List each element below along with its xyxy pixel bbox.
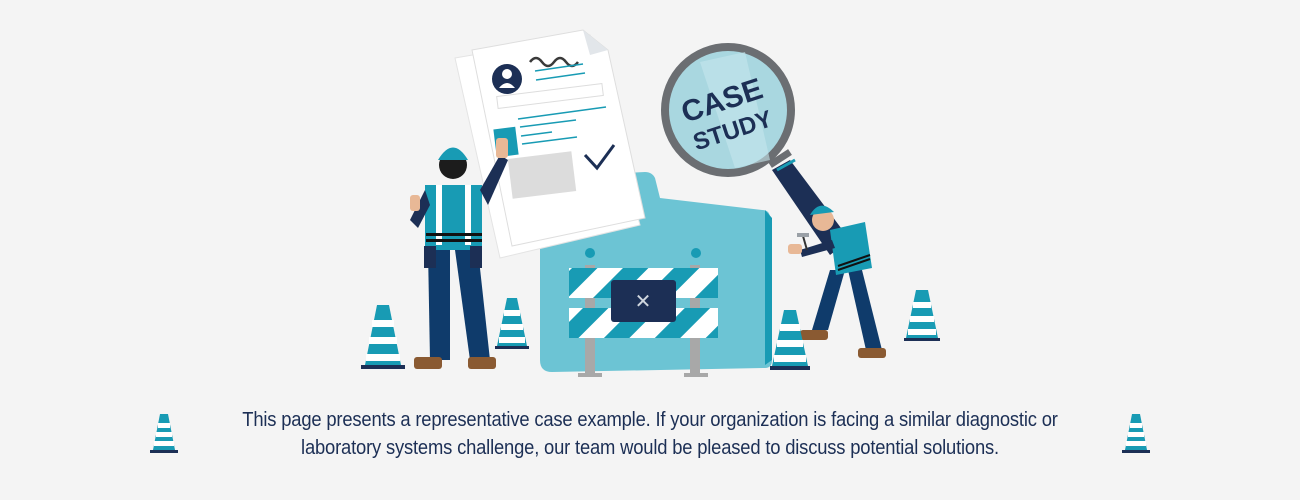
cone-icon — [495, 298, 529, 349]
case-study-illustration: CASE STUDY ✕ — [361, 29, 940, 377]
cone-icon — [361, 305, 405, 369]
svg-text:✕: ✕ — [635, 289, 652, 313]
footer-text: This page presents a representative case… — [216, 406, 1084, 462]
cone-icon — [904, 290, 940, 341]
barricade-icon: ✕ — [569, 248, 718, 377]
worker-right — [788, 205, 886, 358]
cone-icon — [1122, 414, 1150, 453]
cone-icon — [150, 414, 178, 453]
cone-icon — [770, 310, 810, 370]
footer-line-1: This page presents a representative case… — [242, 409, 1058, 431]
footer-line-2: laboratory systems challenge, our team w… — [301, 437, 999, 459]
traffic-cones — [361, 290, 940, 370]
document-icon — [454, 29, 646, 259]
footer-message: This page presents a representative case… — [150, 404, 1150, 464]
worker-left — [410, 138, 508, 369]
